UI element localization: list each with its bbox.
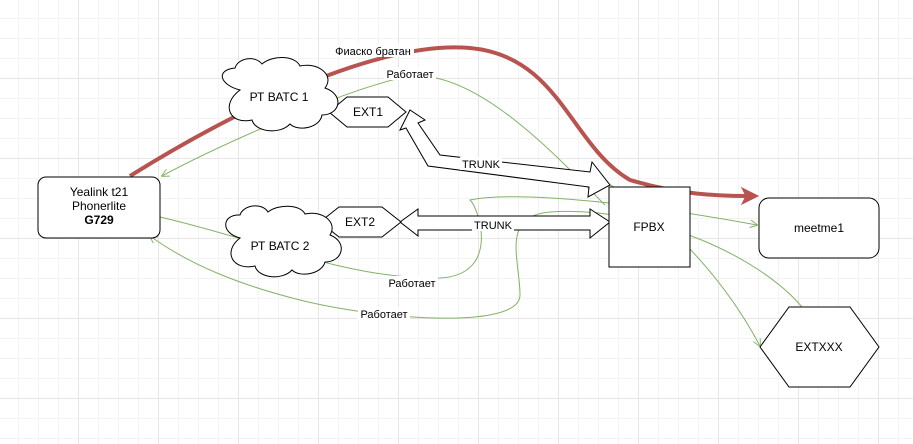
edge-fail-arrowhead xyxy=(740,186,760,206)
trunk2-label-bg xyxy=(472,218,514,231)
extxxx-hexagon[interactable] xyxy=(759,306,880,388)
cloud-1[interactable] xyxy=(222,57,339,132)
edge-works-top-label: Работает xyxy=(386,69,433,81)
yealink-line3: G729 xyxy=(84,213,114,227)
edge-fail[interactable] xyxy=(128,45,749,198)
works-mid-label-bg xyxy=(386,276,438,289)
extxxx-label: EXTXXX xyxy=(795,340,842,354)
edge-works-top[interactable] xyxy=(162,75,606,206)
cloud-2[interactable] xyxy=(225,205,342,278)
ext1-hexagon[interactable] xyxy=(328,96,407,128)
yealink-box[interactable] xyxy=(37,176,161,239)
ext1-label: EXT1 xyxy=(353,105,383,119)
meetme-box[interactable] xyxy=(758,197,880,259)
works-top-label-bg xyxy=(384,67,436,80)
fail-label-bg xyxy=(332,44,414,57)
edge-fail-label: Фиаско братан xyxy=(335,46,411,58)
fpbx-box[interactable] xyxy=(608,186,691,268)
yealink-line2: Phonerlite xyxy=(72,199,126,213)
trunk-arrow-ext1-fpbx[interactable] xyxy=(399,109,611,198)
fpbx-label: FPBX xyxy=(633,220,664,234)
cloud-1-label: РТ ВАТС 1 xyxy=(250,90,309,104)
edge-trunk1-label: TRUNK xyxy=(462,159,501,171)
cloud-2-label: РТ ВАТС 2 xyxy=(251,239,310,253)
edge-works-bottom-label: Работает xyxy=(360,309,407,321)
yealink-line1: Yealink t21 xyxy=(70,185,129,199)
edge-trunk2-label: TRUNK xyxy=(474,220,513,232)
meetme-label: meetme1 xyxy=(794,221,844,235)
works-bottom-label-bg xyxy=(358,307,410,320)
ext2-label: EXT2 xyxy=(345,215,375,229)
ext2-hexagon[interactable] xyxy=(319,206,402,238)
trunk1-label-bg xyxy=(460,157,502,170)
edge-works-mid-label: Работает xyxy=(388,278,435,290)
